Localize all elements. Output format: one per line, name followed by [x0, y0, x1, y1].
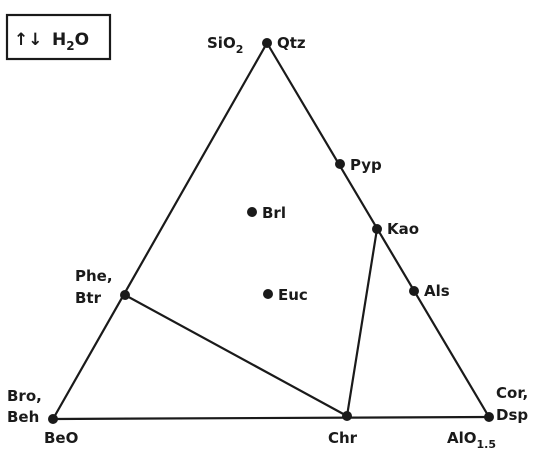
label-dsp: Dsp — [496, 406, 528, 424]
legend: ↑↓ H2O — [5, 13, 112, 61]
label-cor: Cor, — [496, 384, 528, 402]
point-qtz — [262, 38, 272, 48]
legend-box — [5, 13, 112, 61]
label-euc: Euc — [278, 286, 308, 304]
point-brl — [247, 207, 257, 217]
legend-suffix: O — [75, 30, 89, 50]
label-sio2: SiO2 — [207, 34, 243, 56]
label-kao: Kao — [387, 220, 419, 238]
label-alo15-sub: 1.5 — [477, 438, 497, 451]
label-alo15-main: AlO — [447, 429, 477, 447]
label-btr: Btr — [75, 289, 102, 307]
legend-formula: H2O — [52, 30, 89, 53]
tie-kao-chr — [345, 227, 379, 418]
point-bro-beh — [48, 414, 58, 424]
legend-subscript: 2 — [66, 39, 74, 53]
label-chr: Chr — [328, 429, 358, 447]
label-alo15: AlO1.5 — [447, 429, 496, 451]
point-phe-btr — [120, 290, 130, 300]
label-bro: Bro, — [7, 387, 42, 405]
edge-left — [51, 41, 269, 421]
point-euc — [263, 289, 273, 299]
label-sio2-main: SiO — [207, 34, 236, 52]
label-pyp: Pyp — [350, 156, 382, 174]
edge-bottom — [51, 415, 491, 421]
legend-species: H — [52, 30, 66, 50]
label-beh: Beh — [7, 408, 39, 426]
point-kao — [372, 224, 382, 234]
legend-arrows-icon: ↑↓ — [14, 30, 43, 50]
label-qtz: Qtz — [277, 34, 306, 52]
label-brl: Brl — [262, 204, 286, 222]
point-cor-dsp — [484, 412, 494, 422]
label-beo: BeO — [44, 429, 78, 447]
label-als: Als — [424, 282, 450, 300]
point-pyp — [335, 159, 345, 169]
point-chr — [342, 411, 352, 421]
label-phe: Phe, — [75, 267, 113, 285]
label-sio2-sub: 2 — [236, 43, 244, 56]
tie-phe-chr — [123, 293, 349, 418]
point-als — [409, 286, 419, 296]
